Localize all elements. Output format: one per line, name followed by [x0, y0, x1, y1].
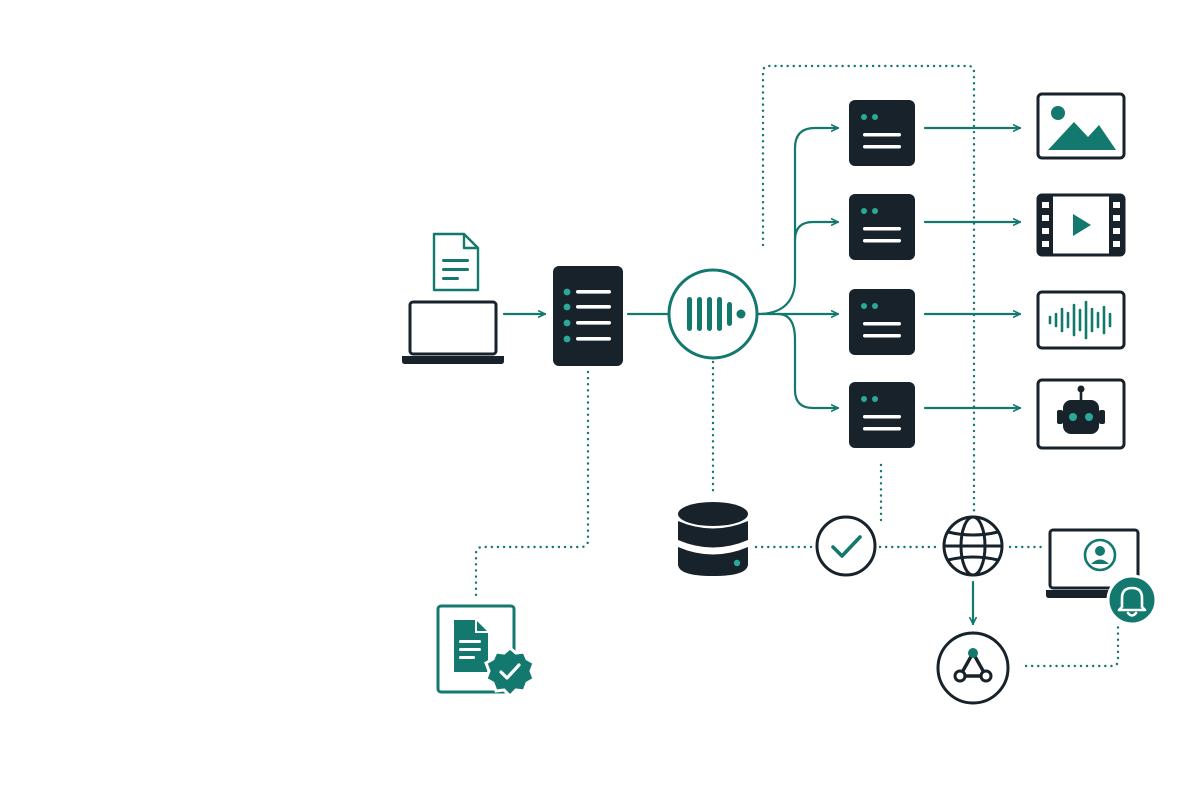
edge-ingest-verified-doc: [474, 370, 590, 600]
worker-server-image: [849, 100, 915, 166]
worker-server-ai: [849, 382, 915, 448]
waveform-hub-icon: [667, 268, 759, 360]
worker-server-audio: [849, 289, 915, 355]
connections: [502, 124, 1022, 626]
globe-icon: [942, 515, 1004, 577]
webhook-icon: [936, 631, 1010, 705]
database-icon: [678, 502, 748, 576]
video-icon: [1036, 193, 1126, 257]
worker-server-video: [849, 194, 915, 260]
audio-wave-icon: [1036, 290, 1126, 350]
verified-document-icon: [436, 604, 536, 699]
document-icon: [432, 232, 480, 292]
edge-webhook-bell: [1024, 624, 1120, 668]
dotted-connections: [474, 64, 1120, 668]
robot-icon: [1036, 378, 1126, 450]
image-icon: [1036, 92, 1126, 160]
edge-hub-worker-video: [793, 218, 840, 242]
edge-hub-worker-image: [756, 124, 840, 316]
laptop-icon: [402, 300, 504, 364]
edge-hub-worker-ai: [776, 312, 840, 412]
user-laptop-icon: [1046, 528, 1142, 598]
ingest-server-icon: [553, 266, 623, 366]
check-circle-icon: [815, 515, 877, 577]
bell-icon: [1106, 574, 1158, 626]
